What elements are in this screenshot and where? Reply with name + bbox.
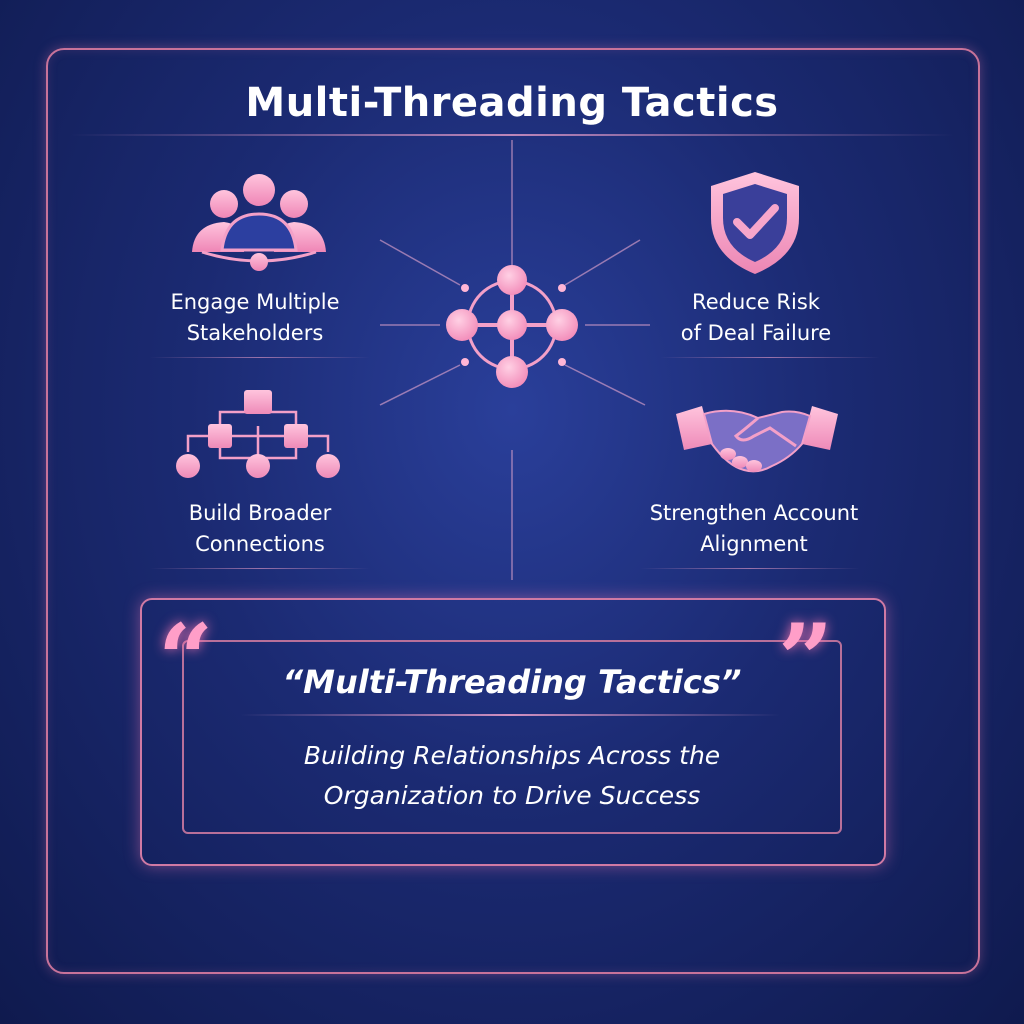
quote-box [140, 598, 886, 866]
quote-inner-frame [182, 640, 842, 834]
feature-engage-label: Engage Multiple Stakeholders [125, 287, 385, 349]
quote-subtitle: Building Relationships Across the Organi… [0, 736, 1024, 816]
feature-build-line2: Connections [195, 532, 325, 556]
feature-align-line2: Alignment [700, 532, 808, 556]
quote-divider [240, 714, 780, 716]
feature-build-divider [150, 568, 370, 569]
feature-engage-line2: Stakeholders [186, 321, 324, 345]
quote-subtitle-line1: Building Relationships Across the [303, 741, 721, 770]
org-chart-icon [176, 390, 340, 478]
title-divider [70, 134, 954, 136]
feature-risk-divider [660, 357, 880, 358]
outer-frame [46, 48, 980, 974]
page-title: Multi-Threading Tactics [245, 80, 779, 126]
feature-risk-label: Reduce Risk of Deal Failure [626, 287, 886, 349]
quote-subtitle-line2: Organization to Drive Success [323, 781, 701, 810]
feature-build-label: Build Broader Connections [130, 498, 390, 560]
open-quote-icon: “ [158, 603, 214, 716]
close-quote-icon: ” [778, 603, 834, 716]
feature-align-label: Strengthen Account Alignment [624, 498, 884, 560]
feature-align-line1: Strengthen Account [649, 501, 859, 525]
feature-align-divider [640, 568, 860, 569]
handshake-icon [676, 406, 838, 473]
quote-title: “Multi-Threading Tactics” [282, 663, 742, 701]
network-hub-icon [379, 140, 650, 580]
feature-engage-line1: Engage Multiple [170, 290, 340, 314]
feature-engage-divider [150, 357, 370, 358]
feature-risk-line1: Reduce Risk [692, 290, 820, 314]
feature-build-line1: Build Broader [188, 501, 332, 525]
shield-check-icon [711, 172, 799, 274]
people-group-icon [192, 174, 326, 271]
feature-risk-line2: of Deal Failure [680, 321, 832, 345]
